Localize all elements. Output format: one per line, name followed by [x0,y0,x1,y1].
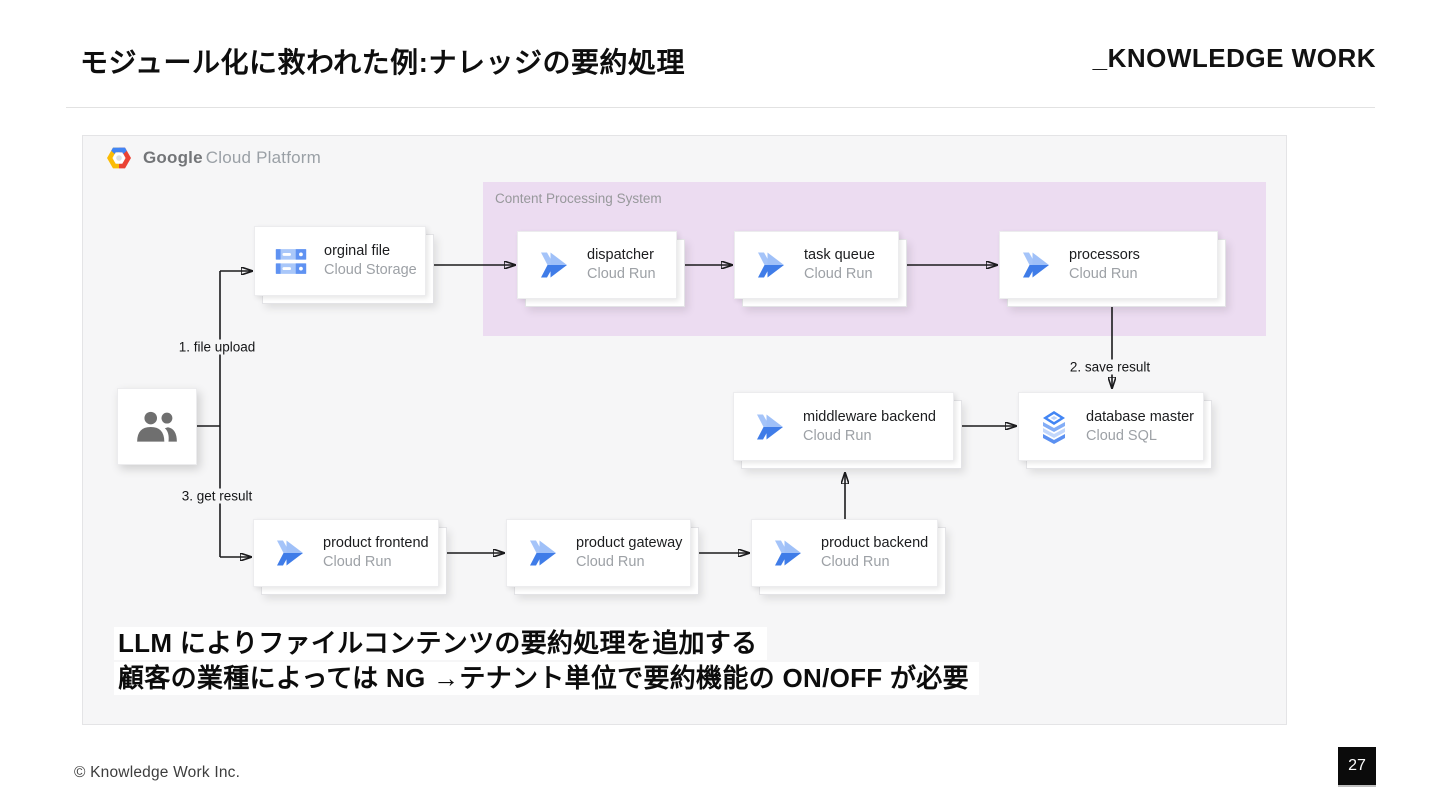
node-subtitle: Cloud Run [587,266,656,282]
knowledge-work-logo: _KNOWLEDGE WORK [1092,43,1376,73]
group-label: Content Processing System [495,191,662,206]
node-users [117,388,197,465]
node-title: middleware backend [803,408,936,425]
page-title: モジュール化に救われた例:ナレッジの要約処理 [80,47,685,78]
node-subtitle: Cloud Run [804,266,873,282]
node-title: product backend [821,535,929,551]
node-subtitle: Cloud Run [821,554,890,570]
cloud-sql-icon [1037,409,1071,445]
note-line-2: 顧客の業種によっては NG →テナント単位で要約機能の ON/OFF が必要 [114,662,979,695]
cloud-run-icon [1018,247,1054,283]
gcp-logo-cloud-platform: Cloud Platform [205,148,321,167]
edge-label-get-result: 3. get result [177,488,257,504]
node-subtitle: Cloud Storage [324,262,417,278]
gcp-hexagon-icon [104,145,134,171]
notes-block: LLM によりファイルコンテンツの要約処理を追加する 顧客の業種によっては NG… [114,627,979,697]
diagram-arrows [197,136,1288,726]
node-subtitle: Cloud SQL [1086,427,1157,444]
cloud-run-icon [753,247,789,283]
cloud-run-icon [536,247,572,283]
node-subtitle: Cloud Run [1069,266,1138,282]
node-title: product frontend [323,535,429,551]
node-title: orginal file [324,243,391,259]
edge-label-file-upload: 1. file upload [174,339,260,355]
node-subtitle: Cloud Run [803,427,872,444]
edge-label-save-result: 2. save result [1065,359,1155,375]
node-subtitle: Cloud Run [576,554,645,570]
note-line-1: LLM によりファイルコンテンツの要約処理を追加する [114,627,768,660]
node-title: product gateway [576,535,683,551]
footer-copyright: © Knowledge Work Inc. [74,764,241,781]
cloud-run-icon [525,535,561,571]
node-title: dispatcher [587,247,654,263]
users-icon [134,409,180,445]
node-title: task queue [804,247,875,263]
cloud-storage-icon [273,247,309,276]
gcp-logo-google: Google [143,148,203,167]
page-number-badge: 27 [1338,747,1376,785]
node-subtitle: Cloud Run [323,554,392,570]
cloud-run-icon [752,409,788,445]
header-divider [66,107,1375,108]
node-title: database master [1086,408,1195,425]
cloud-run-icon [272,535,308,571]
node-title: processors [1069,247,1140,263]
cloud-run-icon [770,535,806,571]
